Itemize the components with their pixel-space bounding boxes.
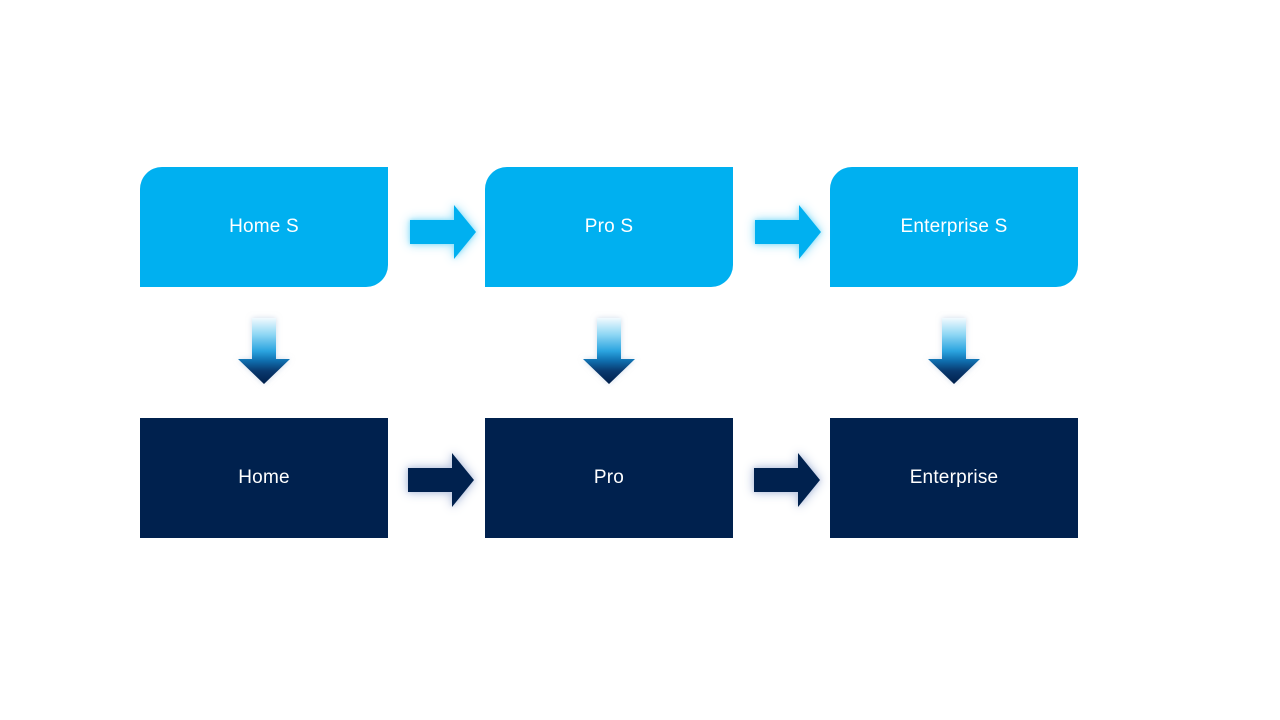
node-home-s: Home S	[140, 167, 388, 287]
node-pro-s: Pro S	[485, 167, 733, 287]
node-label: Home	[238, 467, 290, 488]
right-arrow-icon	[410, 205, 476, 259]
down-arrow-icon	[583, 318, 635, 384]
node-pro: Pro	[485, 418, 733, 538]
right-arrow-icon	[754, 453, 820, 507]
node-enterprise-s: Enterprise S	[830, 167, 1078, 287]
node-label: Pro	[593, 467, 625, 488]
down-arrow-icon	[928, 318, 980, 384]
node-label: Home S	[229, 216, 299, 237]
node-label: Enterprise	[909, 467, 999, 488]
node-home: Home	[140, 418, 388, 538]
right-arrow-icon	[755, 205, 821, 259]
node-label: Enterprise S	[900, 216, 1008, 237]
down-arrow-icon	[238, 318, 290, 384]
node-enterprise: Enterprise	[830, 418, 1078, 538]
right-arrow-icon	[408, 453, 474, 507]
node-label: Pro S	[584, 216, 634, 237]
